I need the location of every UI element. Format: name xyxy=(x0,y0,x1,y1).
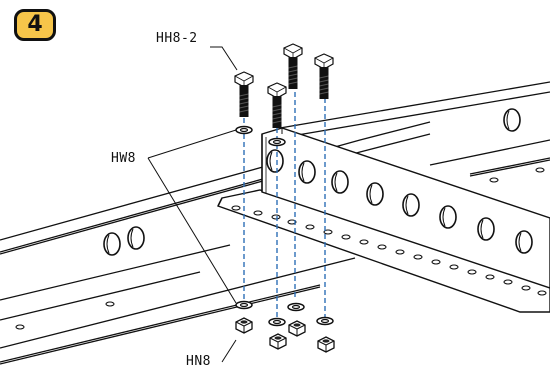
washer xyxy=(287,302,305,312)
right-rail-slot-2 xyxy=(535,167,545,173)
bolt-callout-label: HH8-2 xyxy=(156,31,198,46)
nut xyxy=(269,333,287,350)
left-rail xyxy=(0,121,431,365)
bolt xyxy=(283,43,303,90)
washer xyxy=(268,137,286,147)
bolt xyxy=(314,53,334,100)
nut-callout-label: HN8 xyxy=(186,354,211,369)
right-rail-hole xyxy=(503,108,521,132)
washer-callout-label: HW8 xyxy=(111,151,136,166)
right-rail-slot xyxy=(489,177,499,183)
washer xyxy=(235,300,253,310)
step-number: 4 xyxy=(27,12,43,37)
nut xyxy=(317,336,335,353)
callout-leaders xyxy=(147,46,238,363)
nut xyxy=(288,320,306,337)
fastener-guide-lines xyxy=(243,92,326,318)
cross-member-bottom-flange xyxy=(217,189,550,313)
washer xyxy=(235,125,253,135)
step-number-badge: 4 xyxy=(14,9,56,41)
bolt xyxy=(267,82,287,129)
nut xyxy=(235,317,253,334)
washer xyxy=(268,317,286,327)
bolt xyxy=(234,71,254,118)
washer xyxy=(316,316,334,326)
